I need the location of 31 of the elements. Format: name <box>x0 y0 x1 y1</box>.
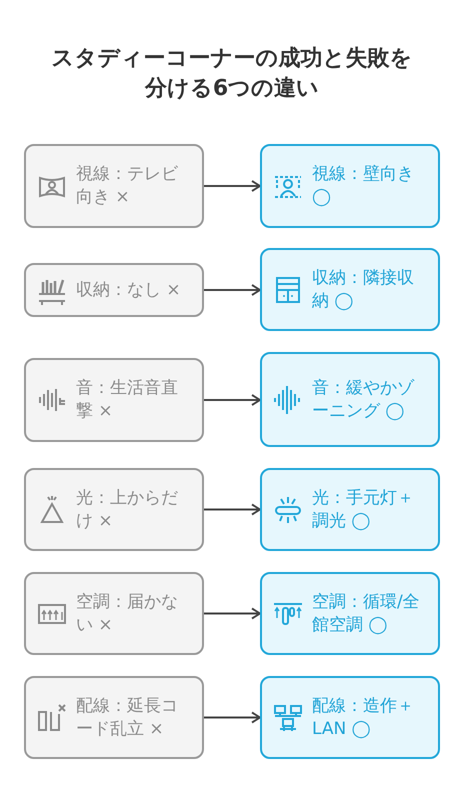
box-label: 視線：テレビ向き × <box>76 163 179 209</box>
arrow <box>204 180 261 192</box>
comparison-box <box>24 263 204 317</box>
arrow <box>204 712 261 724</box>
box-label: 空調：循環/全館空調 ◯ <box>312 590 421 636</box>
box-label: 配線：造作＋LAN ◯ <box>312 694 415 740</box>
comparison-box <box>24 144 204 228</box>
box-label: 光：手元灯＋調光 ◯ <box>312 486 415 532</box>
comparison-box <box>24 468 204 551</box>
comparison-box <box>260 676 440 759</box>
box-label: 収納：隣接収納 ◯ <box>312 266 415 312</box>
comparison-box <box>260 144 440 228</box>
box-label: 配線：延長コード乱立 × <box>76 694 179 740</box>
comparison-box <box>24 358 204 442</box>
box-label: 音：緩やかゾーニング ◯ <box>312 376 416 422</box>
comparison-box <box>260 248 440 331</box>
arrow <box>204 504 261 516</box>
box-label: 光：上からだけ × <box>76 486 179 532</box>
title: スタディーコーナーの成功と失敗を分ける6つの違い <box>50 45 414 103</box>
box-label: 空調：届かない × <box>76 590 179 636</box>
comparison-box <box>260 468 440 551</box>
comparison-box <box>24 572 204 655</box>
box-label: 音：生活音直撃 × <box>76 377 179 423</box>
box-label: 収納：なし × <box>76 278 181 302</box>
comparison-box <box>24 676 204 759</box>
comparison-box <box>260 352 440 447</box>
arrow <box>204 608 261 620</box>
arrow <box>204 284 261 296</box>
box-label: 視線：壁向き ◯ <box>312 163 415 209</box>
arrow <box>204 394 261 406</box>
comparison-box <box>260 572 440 655</box>
